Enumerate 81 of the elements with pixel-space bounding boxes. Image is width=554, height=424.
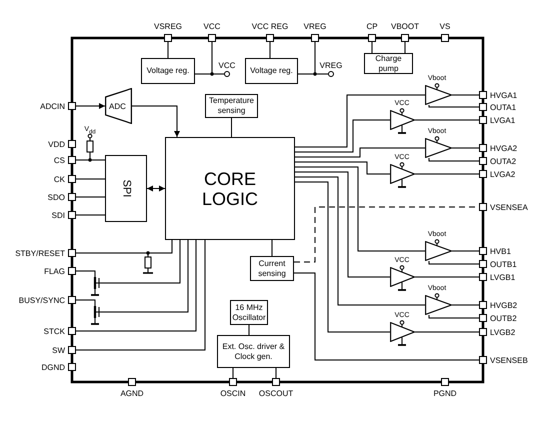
pin-label: CK xyxy=(54,174,65,184)
sensor-box: Current sensing xyxy=(250,256,294,281)
wire xyxy=(76,240,180,284)
wire xyxy=(428,104,480,108)
pin-label: CS xyxy=(54,156,65,164)
pin-label: VS xyxy=(440,22,450,31)
wire xyxy=(428,314,480,318)
wire xyxy=(294,162,390,174)
clock-generator-box: Ext. Osc. driver & Clock gen. xyxy=(217,335,290,368)
pin-label: OUTB2 xyxy=(490,314,517,322)
pin-label: SW xyxy=(52,346,65,354)
wire xyxy=(428,158,480,162)
double-arrow xyxy=(146,186,166,192)
logic-box: CORE LOGIC xyxy=(165,137,295,240)
wire xyxy=(294,182,390,332)
pin-label: SDO xyxy=(48,192,65,202)
terminal-label: VCC xyxy=(218,61,236,70)
pin-label: FLAG xyxy=(44,266,65,276)
regulator-box: Voltage reg. xyxy=(245,58,298,84)
pin-label: LVGB1 xyxy=(490,272,516,282)
charge-pump-box: Charge pump xyxy=(364,53,413,74)
pin-label: AGND xyxy=(120,389,144,398)
wire xyxy=(452,304,480,306)
wire xyxy=(76,178,106,180)
pin-label: STBY/RESET xyxy=(15,248,65,258)
wire xyxy=(76,240,206,350)
pin-label: LVGB2 xyxy=(490,328,516,336)
pin-label: ADCIN xyxy=(40,102,65,110)
arrow xyxy=(76,103,106,109)
pin-label: PGND xyxy=(433,389,457,398)
wire xyxy=(294,172,390,278)
wire xyxy=(76,214,106,216)
pin-label: OSCIN xyxy=(220,389,246,398)
pin-label: HVGB2 xyxy=(490,300,518,310)
pin-label: HVGA2 xyxy=(490,144,518,152)
terminal-label: VREG xyxy=(320,61,342,70)
pin-label: OUTA1 xyxy=(490,102,516,112)
wire xyxy=(452,250,480,252)
pin-label: OUTA2 xyxy=(490,156,516,166)
wire xyxy=(232,368,234,378)
pin-label: VREG xyxy=(304,22,326,31)
wire xyxy=(76,240,188,312)
pin-label: OUTB1 xyxy=(490,260,517,268)
regulator-box: Voltage reg. xyxy=(141,58,195,84)
wire xyxy=(294,176,426,306)
pin-label: BUSY/SYNC xyxy=(18,296,65,304)
pin-label: HVB1 xyxy=(490,246,511,256)
arrow xyxy=(132,106,180,138)
block-label: ADC xyxy=(109,102,126,110)
wire xyxy=(76,196,106,198)
wire xyxy=(414,276,480,278)
pin-label: VSENSEB xyxy=(490,356,528,364)
wire xyxy=(76,240,196,332)
pin-label: LVGA1 xyxy=(490,116,516,124)
wire xyxy=(248,324,250,336)
wire xyxy=(404,42,406,54)
wire xyxy=(294,148,426,158)
wire xyxy=(294,166,426,252)
pin-label: VDD xyxy=(48,140,65,148)
pin-label: VBOOT xyxy=(391,22,419,31)
interface-box: SPI xyxy=(105,155,147,222)
wire xyxy=(294,120,390,152)
wire xyxy=(231,118,232,138)
pin-label: OSCOUT xyxy=(258,389,294,398)
pin-label: LVGA2 xyxy=(490,170,516,178)
pin-label: HVGA1 xyxy=(490,90,518,100)
wire xyxy=(76,240,172,254)
pin-label: SDI xyxy=(52,210,65,220)
pin-label: VSREG xyxy=(154,22,182,31)
pin-label: VCC REG xyxy=(252,22,288,31)
pin-label: VSENSEA xyxy=(490,202,528,212)
pin-label: DGND xyxy=(41,362,65,372)
sensor-box: Temperature sensing xyxy=(205,94,258,118)
wire xyxy=(428,260,480,264)
oscillator-box: 16 MHz Oscillator xyxy=(230,300,268,325)
pin-label: STCK xyxy=(44,326,65,336)
wire xyxy=(452,94,480,96)
wire xyxy=(294,94,426,148)
pin-label: CP xyxy=(366,22,378,31)
wire xyxy=(294,272,480,360)
pin-label: VCC xyxy=(204,22,220,31)
